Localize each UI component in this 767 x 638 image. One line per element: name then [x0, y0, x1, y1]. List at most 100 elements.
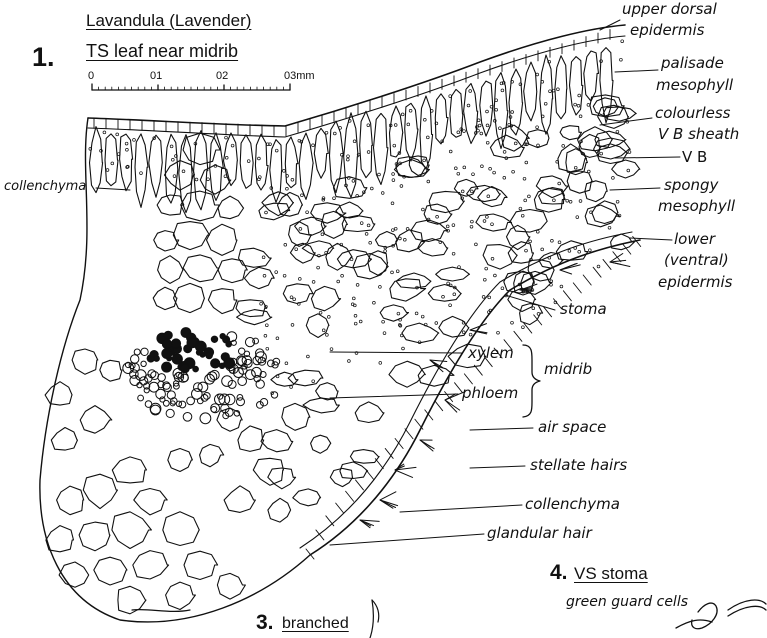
label-colourless: colourless	[655, 106, 730, 121]
midrib-brace	[523, 345, 540, 417]
chloroplast-dot	[337, 280, 340, 283]
chloroplast-dot	[536, 73, 539, 76]
parenchyma-cell	[166, 582, 196, 609]
epidermis-cell-wall	[415, 419, 423, 429]
chloroplast-dot	[529, 240, 532, 243]
parenchyma-cell	[72, 349, 98, 374]
scale-tick-1: 01	[150, 71, 162, 82]
palisade-cell	[540, 55, 553, 134]
chloroplast-dot	[301, 194, 304, 197]
spongy-cell	[396, 230, 425, 252]
chloroplast-dot	[352, 297, 355, 300]
chloroplast-dot	[461, 190, 464, 193]
chloroplast-dot	[558, 182, 561, 185]
chloroplast-dot	[493, 171, 496, 174]
palisade-cell	[285, 137, 298, 188]
vascular-cell	[224, 358, 235, 369]
chloroplast-dot	[392, 173, 395, 176]
vascular-cell	[136, 370, 147, 381]
chloroplast-dot	[537, 144, 540, 147]
chloroplast-dot	[373, 301, 376, 304]
spongy-cell	[507, 225, 530, 249]
vascular-cell	[187, 338, 197, 348]
leader-line	[400, 505, 522, 512]
vascular-cell	[211, 359, 220, 368]
chloroplast-dot	[298, 278, 301, 281]
chloroplast-dot	[394, 124, 397, 127]
chloroplast-dot	[327, 316, 330, 319]
vascular-cell	[211, 336, 217, 342]
chloroplast-dot	[553, 199, 556, 202]
chloroplast-dot	[319, 311, 322, 314]
palisade-cell	[255, 134, 268, 190]
spongy-cell	[560, 126, 581, 140]
chloroplast-dot	[495, 108, 498, 111]
parenchyma-cell	[45, 382, 72, 405]
parenchyma-cell	[80, 406, 112, 434]
chloroplast-dot	[463, 166, 466, 169]
epidermis-cell-wall	[346, 491, 354, 501]
chloroplast-dot	[231, 144, 234, 147]
parenchyma-cell	[158, 256, 184, 284]
vascular-cell	[162, 339, 171, 348]
chloroplast-dot	[391, 271, 394, 274]
hair-arm	[560, 270, 572, 274]
parenchyma-cell	[224, 486, 255, 513]
chloroplast-dot	[394, 227, 397, 230]
spongy-cell	[288, 370, 323, 386]
chloroplast-dot	[544, 102, 547, 105]
parenchyma-cell	[94, 557, 127, 585]
chloroplast-dot	[600, 152, 603, 155]
vascular-cell	[164, 331, 172, 339]
chloroplast-dot	[612, 177, 615, 180]
chloroplast-dot	[171, 158, 174, 161]
parenchyma-cell	[163, 512, 200, 546]
parenchyma-cell	[100, 360, 122, 381]
palisade-cell	[135, 134, 148, 208]
epidermis-cell-wall	[613, 252, 621, 262]
parenchyma-cell	[183, 133, 220, 164]
vascular-cell	[219, 363, 224, 368]
leader-line	[470, 466, 525, 468]
chloroplast-dot	[247, 160, 250, 163]
chloroplast-dot	[512, 170, 515, 173]
figure4-number: 4.	[550, 562, 568, 583]
parenchyma-cell	[268, 498, 291, 522]
parenchyma-cell	[183, 255, 219, 282]
parenchyma-cell	[57, 486, 84, 515]
epidermis-cell-wall	[534, 315, 542, 325]
chloroplast-dot	[111, 162, 114, 165]
parenchyma-cell	[51, 428, 77, 451]
palisade-cell	[314, 128, 328, 178]
label-stellate-hairs: stellate hairs	[530, 458, 627, 473]
spongy-cell	[567, 171, 592, 193]
leader-line	[330, 394, 458, 398]
chloroplast-dot	[407, 123, 410, 126]
parenchyma-cell	[59, 562, 89, 587]
palisade-cell	[555, 56, 567, 119]
vascular-cell	[200, 413, 211, 424]
chloroplast-dot	[350, 258, 353, 261]
chloroplast-dot	[170, 145, 173, 148]
chloroplast-dot	[265, 324, 268, 327]
chloroplast-dot	[283, 274, 286, 277]
chloroplast-dot	[489, 167, 492, 170]
chloroplast-dot	[523, 177, 526, 180]
parenchyma-cell	[173, 222, 209, 250]
chloroplast-dot	[497, 331, 500, 334]
parenchyma-cell	[157, 195, 184, 215]
chloroplast-dot	[341, 274, 344, 277]
chloroplast-dot	[491, 257, 494, 260]
chloroplast-dot	[260, 302, 263, 305]
spongy-cell	[534, 188, 565, 212]
chloroplast-dot	[477, 119, 480, 122]
spongy-cell	[293, 489, 321, 506]
chloroplast-dot	[312, 144, 315, 147]
chloroplast-dot	[106, 169, 109, 172]
chloroplast-dot	[549, 90, 552, 93]
label-stoma: stoma	[560, 302, 607, 317]
chloroplast-dot	[471, 220, 474, 223]
chloroplast-dot	[485, 267, 488, 270]
label-glandular-hair: glandular hair	[487, 526, 592, 541]
